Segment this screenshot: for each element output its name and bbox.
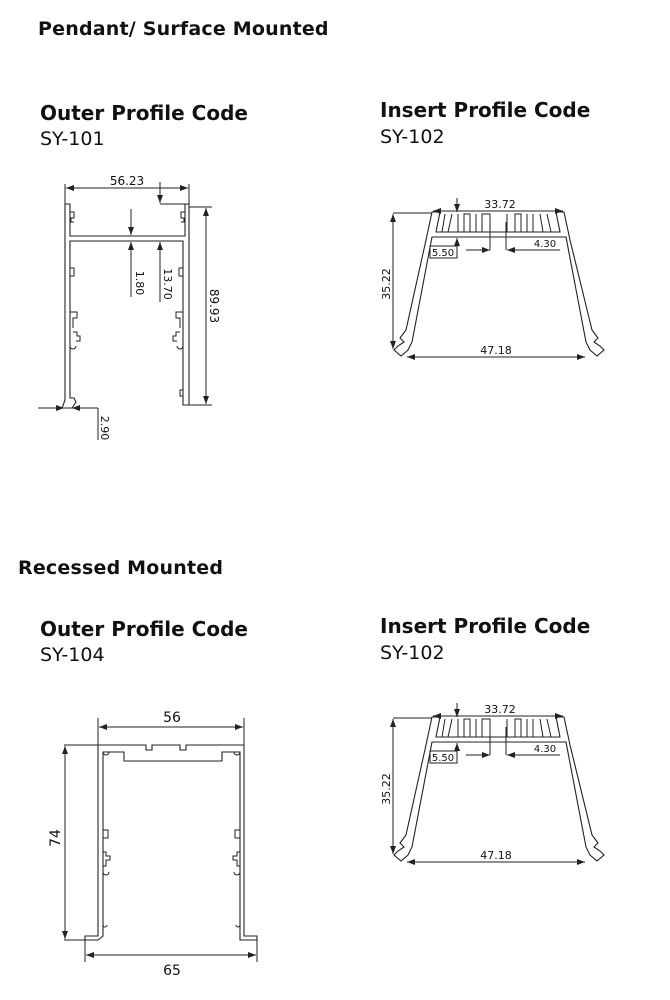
- dim-top: 56: [163, 710, 181, 726]
- dim-right: 4.30: [534, 744, 556, 755]
- dim-bottom: 47.18: [480, 344, 512, 357]
- insert-profile-code: SY-102: [380, 642, 445, 664]
- dim-top: 33.72: [484, 703, 516, 716]
- section-title-pendant: Pendant/ Surface Mounted: [38, 18, 329, 40]
- insert-profile-label: Insert Profile Code: [380, 98, 591, 122]
- dim-left: 5.50: [432, 248, 454, 259]
- dim-bottom: 47.18: [480, 849, 512, 862]
- dim-height: 74: [48, 829, 64, 847]
- insert-profile-label: Insert Profile Code: [380, 614, 591, 638]
- dim-height: 89.93: [207, 289, 221, 323]
- dim-right: 4.30: [534, 239, 556, 250]
- outer-profile-code: SY-101: [40, 128, 105, 150]
- outer-profile-code: SY-104: [40, 644, 105, 666]
- dim-top: 33.72: [484, 198, 516, 211]
- dim-wall: 1.80: [133, 271, 146, 296]
- outer-profile-label: Outer Profile Code: [40, 617, 248, 641]
- dim-bottom: 65: [163, 963, 181, 979]
- outer-profile-label: Outer Profile Code: [40, 101, 248, 125]
- insert-profile-code: SY-102: [380, 126, 445, 148]
- dim-foot: 2.90: [98, 416, 111, 441]
- dim-left: 5.50: [432, 753, 454, 764]
- dim-height: 35.22: [380, 268, 393, 300]
- section-title-recessed: Recessed Mounted: [18, 557, 224, 579]
- dim-depth: 13.70: [161, 268, 174, 300]
- dim-width: 56.23: [110, 174, 144, 188]
- dim-height: 35.22: [380, 773, 393, 805]
